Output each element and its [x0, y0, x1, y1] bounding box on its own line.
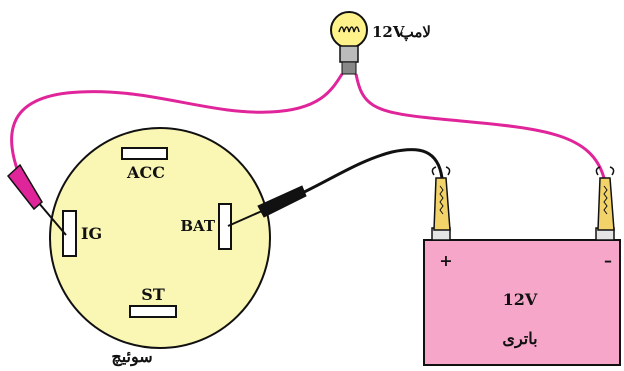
- alligator-clip-negative: [595, 166, 615, 231]
- alligator-clip-positive: [431, 166, 451, 231]
- terminal-ig-label: IG: [81, 224, 102, 243]
- terminal-st-slot: [129, 305, 177, 318]
- wire-ig-to-lamp: [10, 73, 344, 183]
- terminal-acc-label: ACC: [126, 163, 165, 182]
- terminal-st-label: ST: [141, 285, 165, 304]
- battery-plus-sign: +: [439, 251, 452, 270]
- lamp-voltage-label: 12V: [372, 23, 405, 41]
- ig-probe: [6, 163, 67, 236]
- switch-label: سوئیچ: [111, 347, 152, 367]
- ignition-switch-body: [49, 127, 271, 349]
- lamp-12v: [330, 11, 368, 75]
- battery-label: باتری: [502, 329, 537, 349]
- wire-lamp-to-battery-negative: [354, 73, 606, 179]
- lamp-base: [339, 45, 359, 63]
- terminal-ig-slot: [62, 210, 77, 257]
- wire-bat-to-battery-positive: [299, 148, 444, 196]
- terminal-bat-slot: [218, 203, 232, 250]
- terminal-bat-label: BAT: [180, 217, 215, 235]
- battery-minus-sign: –: [604, 251, 612, 270]
- terminal-acc-slot: [121, 147, 168, 160]
- bat-probe: [227, 185, 307, 227]
- battery-voltage-label: 12V: [503, 290, 538, 309]
- battery-body: [423, 239, 621, 366]
- lamp-label: لامپ: [400, 23, 431, 42]
